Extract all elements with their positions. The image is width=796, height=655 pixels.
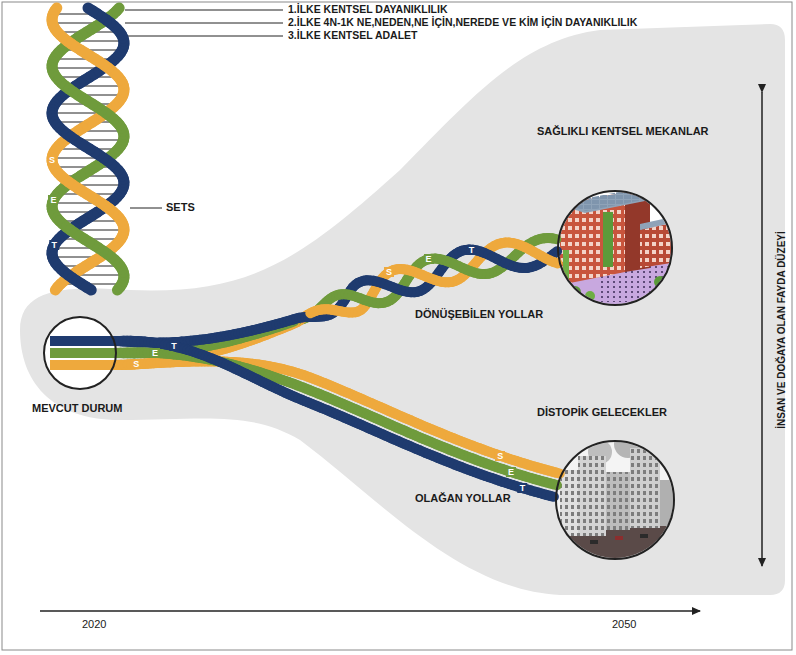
dystopian-city-illustration-part [606,472,630,530]
scenario-title: DİSTOPİK GELECEKLER [537,406,667,419]
helix-strand [86,287,91,290]
dystopian-city-illustration-part [630,448,660,528]
healthy-city-illustration-part [562,191,648,211]
strand-letter: E [506,467,516,477]
principle-label: 1.İLKE KENTSEL DAYANIKLILIK [288,3,447,16]
background-blob-part [20,24,785,595]
principle-leaders-part [125,36,283,37]
helix-strand [116,8,119,11]
helix-strand [87,194,92,197]
strand-letter: E [48,195,58,205]
dystopian-city-illustration-part [578,456,606,536]
strand-letter: T [467,245,477,255]
dystopian-city-illustration-part [590,540,598,544]
benefit-axis [762,92,763,566]
ribbon-segment [550,496,554,497]
strand-letter: E [150,348,160,358]
principle-label: 3.İLKE KENTSEL ADALET [288,29,418,42]
dystopian-city-illustration-part [615,536,623,540]
healthy-city-illustration-part [603,212,613,267]
scenario-circle: DİSTOPİK GELECEKLER [555,440,675,560]
dystopian-city-illustration-part [560,470,578,536]
ribbon-segment [389,286,393,288]
healthy-city-illustration-part [654,276,666,288]
pathway-label: DÖNÜŞEBİLEN YOLLAR [415,308,543,321]
current-state-bars-part [50,348,118,358]
dystopian-city-illustration-part [560,470,578,536]
dystopian-city-illustration [555,430,677,562]
strand-letter: S [131,359,141,369]
ribbon-segment [556,468,560,479]
ribbon-segment [493,257,497,259]
time-axis [40,611,700,612]
pathway-ribbons [117,238,558,365]
year-label: 2050 [612,618,636,631]
helix-strand [85,53,90,56]
strand-letter: S [495,451,505,461]
strand-letter: T [518,483,528,493]
ribbon-segment [552,233,556,244]
ribbon-segment [356,297,360,298]
ribbon-segment [533,252,537,254]
healthy-city-illustration-part [569,286,581,298]
ribbon-segment [423,275,427,277]
background-blob [20,24,785,595]
healthy-city-illustration [555,188,677,310]
dystopian-city-illustration-part [555,440,677,562]
principle-leaders [125,10,283,208]
strand-letter: S [384,267,394,277]
dystopian-city-illustration-part [640,534,648,538]
pathway-label: OLAĞAN YOLLAR [415,492,511,505]
helix-strand [84,239,89,242]
helix-strand [85,146,90,149]
strand-letter: E [423,254,433,264]
healthy-city-illustration-part [555,188,677,310]
helix-strands [52,8,124,290]
principle-leaders-part [130,208,162,209]
strand-letter: S [47,155,57,165]
benefit-axis-part [761,92,763,566]
time-axis-part [40,610,700,612]
healthy-city-illustration-part [560,192,650,213]
scenario-circle: MEVCUT DURUM [43,316,117,390]
helix-strand [88,8,93,11]
helix-rungs [52,14,124,284]
helix-strand [55,287,57,290]
current-state-bars-part [50,336,118,346]
year-label: 2020 [82,618,106,631]
dystopian-city-illustration-part [578,456,606,536]
dystopian-city-illustration-part [606,472,630,530]
pathway-ribbons [116,341,559,497]
ribbon-segment [332,305,336,316]
scenario-title: SAĞLIKLI KENTSEL MEKANLAR [537,125,709,138]
helix-strand [87,101,92,104]
axis-title: İNSAN VE DOĞAYA OLAN FAYDA DÜZEYİ [775,231,788,429]
principle-leaders-part [125,23,283,24]
strand-letter: T [169,341,179,351]
dystopian-city-illustration-part [630,448,660,528]
principle-leaders-part [125,10,283,11]
healthy-city-illustration-part [563,250,569,280]
current-state-bars-part [50,360,118,370]
sets-label: SETS [166,201,195,214]
principle-label: 2.İLKE 4N-1K NE,NEDEN,NE İÇİN,NEREDE VE … [288,16,637,29]
healthy-city-illustration-part [640,216,677,230]
healthy-city-illustration-part [585,291,595,301]
ribbon-segment [455,264,459,266]
scenario-circle: SAĞLIKLI KENTSEL MEKANLAR [557,190,673,306]
scenario-title: MEVCUT DURUM [32,402,122,415]
strand-letter: T [50,240,60,250]
current-state-bars [44,317,118,389]
